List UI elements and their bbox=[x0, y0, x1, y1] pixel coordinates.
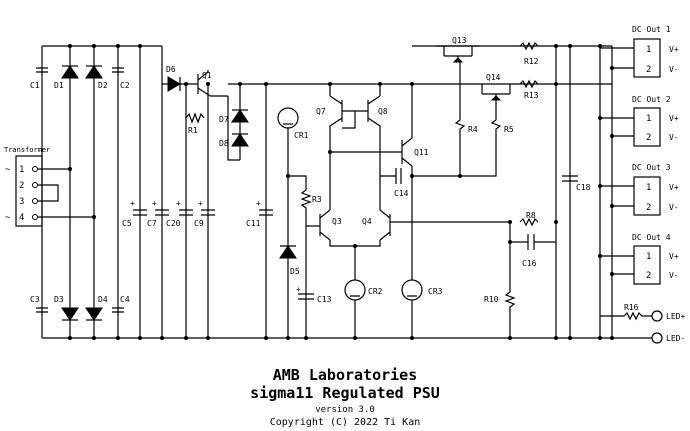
transformer-pin-1: 1 bbox=[19, 165, 24, 175]
label-d1: D1 bbox=[54, 81, 64, 90]
label-r12: R12 bbox=[524, 57, 539, 66]
label-r1: R1 bbox=[188, 126, 198, 135]
dc-out-1-vminus: V- bbox=[669, 65, 679, 74]
company-name: AMB Laboratories bbox=[272, 366, 418, 384]
label-c20: C20 bbox=[166, 219, 181, 228]
label-q11: Q11 bbox=[414, 148, 429, 157]
label-r8: R8 bbox=[526, 211, 536, 220]
dc-out-1-pin1: 1 bbox=[646, 45, 651, 55]
output-connectors: DC Out 1 1 2 V+ V- DC Out 2 1 2 V+ V- DC… bbox=[600, 25, 679, 338]
plus-c11: + bbox=[256, 199, 261, 208]
ac-symbol-top: ~ bbox=[5, 165, 11, 175]
dc-out-1-pin2: 2 bbox=[646, 65, 651, 75]
power-rails bbox=[41, 45, 612, 339]
label-q7: Q7 bbox=[316, 107, 326, 116]
label-d6: D6 bbox=[166, 65, 176, 74]
plus-c9: + bbox=[198, 199, 203, 208]
transformer-label: Transformer bbox=[4, 146, 50, 154]
plus-c13: + bbox=[296, 285, 301, 294]
label-d2: D2 bbox=[98, 81, 108, 90]
plus-c7: + bbox=[152, 199, 157, 208]
dc-out-4-vminus: V- bbox=[669, 271, 679, 280]
label-c5: C5 bbox=[122, 219, 132, 228]
reference-section: CR1 R3 D5 + C13 bbox=[277, 107, 332, 338]
label-q1: Q1 bbox=[202, 71, 212, 80]
pass-transistors: Q13 Q14 R4 R5 bbox=[443, 36, 514, 177]
pass-driver: Q11 C14 CR3 bbox=[330, 84, 460, 338]
transformer-pin-3: 3 bbox=[19, 197, 24, 207]
dc-out-2-pin1: 1 bbox=[646, 114, 651, 124]
label-c13: C13 bbox=[317, 295, 332, 304]
dc-out-2-vplus: V+ bbox=[669, 114, 679, 123]
version-text: version 3.0 bbox=[315, 405, 375, 415]
feedback-network: R8 C16 R10 bbox=[484, 211, 556, 338]
label-d7: D7 bbox=[219, 115, 229, 124]
ac-symbol-bottom: ~ bbox=[5, 213, 11, 223]
label-c1: C1 bbox=[30, 81, 40, 90]
label-c2: C2 bbox=[120, 81, 130, 90]
label-d5: D5 bbox=[290, 267, 300, 276]
bridge-bottom: C3 D3 D4 C4 bbox=[30, 295, 130, 321]
label-q13: Q13 bbox=[452, 36, 467, 45]
output-capacitor: C18 bbox=[562, 175, 591, 192]
dc-out-2-pin2: 2 bbox=[646, 133, 651, 143]
led-plus-label: LED+ bbox=[666, 312, 685, 321]
label-c9: C9 bbox=[194, 219, 204, 228]
label-c3: C3 bbox=[30, 295, 40, 304]
junction-dots bbox=[68, 44, 614, 340]
transformer: Transformer 1 2 3 4 ~ ~ bbox=[4, 146, 94, 227]
dc-out-3-vminus: V- bbox=[669, 203, 679, 212]
label-r13: R13 bbox=[524, 91, 539, 100]
dc-out-4-label: DC Out 4 bbox=[632, 233, 671, 242]
dc-out-2-vminus: V- bbox=[669, 133, 679, 142]
label-c16: C16 bbox=[522, 259, 537, 268]
label-c4: C4 bbox=[120, 295, 130, 304]
dc-out-2-label: DC Out 2 bbox=[632, 95, 671, 104]
transformer-pin-4: 4 bbox=[19, 213, 24, 223]
label-q4: Q4 bbox=[362, 217, 372, 226]
label-q14: Q14 bbox=[486, 73, 501, 82]
led-minus-label: LED- bbox=[666, 334, 685, 343]
label-r4: R4 bbox=[468, 125, 478, 134]
current-mirror: Q7 Q8 bbox=[316, 84, 388, 152]
led-section: R16 LED+ LED- bbox=[600, 303, 685, 344]
differential-pair: Q3 Q4 CR2 bbox=[306, 152, 510, 338]
label-r10: R10 bbox=[484, 295, 499, 304]
label-c18: C18 bbox=[576, 183, 591, 192]
label-d8: D8 bbox=[219, 139, 229, 148]
dc-out-4-pin1: 1 bbox=[646, 252, 651, 262]
dc-out-1-vplus: V+ bbox=[669, 45, 679, 54]
product-name: sigma11 Regulated PSU bbox=[250, 384, 440, 402]
label-d3: D3 bbox=[54, 295, 64, 304]
label-d4: D4 bbox=[98, 295, 108, 304]
label-c14: C14 bbox=[394, 189, 409, 198]
label-cr3: CR3 bbox=[428, 287, 443, 296]
dc-out-4-vplus: V+ bbox=[669, 252, 679, 261]
label-cr1: CR1 bbox=[294, 131, 309, 140]
bridge-top: C1 D1 D2 C2 bbox=[30, 65, 130, 90]
filter-capacitors: + C5 + C7 + C20 + C9 + C11 bbox=[122, 199, 273, 228]
label-r5: R5 bbox=[504, 125, 514, 134]
label-cr2: CR2 bbox=[368, 287, 383, 296]
label-q3: Q3 bbox=[332, 217, 342, 226]
dc-out-3-pin2: 2 bbox=[646, 203, 651, 213]
current-sense-resistors: R12 R13 bbox=[519, 41, 539, 100]
pre-regulator: D6 Q1 R1 D7 D8 bbox=[166, 65, 249, 161]
plus-c5: + bbox=[130, 199, 135, 208]
label-c7: C7 bbox=[147, 219, 157, 228]
label-q8: Q8 bbox=[378, 107, 388, 116]
dc-out-3-vplus: V+ bbox=[669, 183, 679, 192]
transformer-pin-2: 2 bbox=[19, 181, 24, 191]
copyright-text: Copyright (C) 2022 Ti Kan bbox=[269, 417, 421, 428]
plus-c20: + bbox=[176, 199, 181, 208]
dc-out-3-pin1: 1 bbox=[646, 183, 651, 193]
dc-out-1-label: DC Out 1 bbox=[632, 25, 671, 34]
dc-out-4-pin2: 2 bbox=[646, 271, 651, 281]
dc-out-3-label: DC Out 3 bbox=[632, 163, 671, 172]
label-r3: R3 bbox=[312, 195, 322, 204]
label-c11: C11 bbox=[246, 219, 261, 228]
label-r16: R16 bbox=[624, 303, 639, 312]
